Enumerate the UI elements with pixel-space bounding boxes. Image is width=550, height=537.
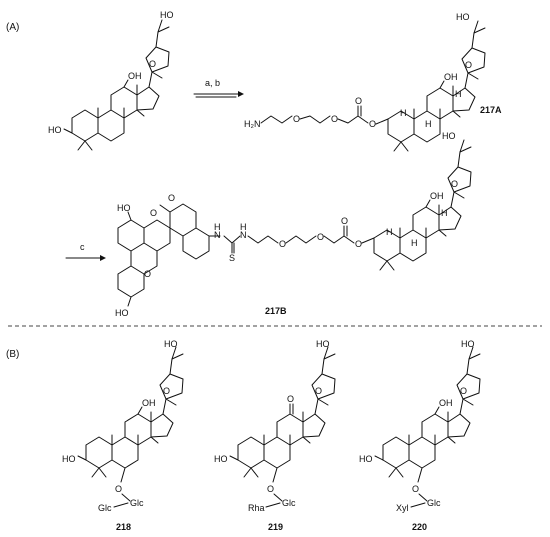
reagents-step1: a, b <box>205 78 220 88</box>
c12-hydroxyl-label: OH <box>128 71 142 81</box>
217a-h-label-2: H <box>425 119 432 129</box>
219-sugar-2: Rha <box>248 503 265 513</box>
compound-217a-label: 217A <box>480 105 502 115</box>
220-side-ho: HO <box>461 339 475 349</box>
219-thf-o: O <box>315 386 322 396</box>
217a-ester-o: O <box>369 119 376 129</box>
217a-h-label-1: H <box>455 89 462 99</box>
219-sugar-1: Glc <box>282 498 296 508</box>
218-c6-o: O <box>115 484 122 494</box>
reaction-arrow-1: a, b <box>193 78 244 98</box>
217a-ether-o-2: O <box>331 114 338 124</box>
compound-218-structure: HO OH HO O O Glc Glc 218 <box>62 339 184 532</box>
lactone-o-label: O <box>150 208 157 218</box>
217a-h-label-3: H <box>400 108 407 118</box>
218-sugar-2: Glc <box>98 503 112 513</box>
217b-ether-o-2: O <box>317 232 324 242</box>
219-c6-o: O <box>267 484 274 494</box>
thf-oxygen-label: O <box>149 59 156 69</box>
reagents-step2: c <box>80 242 85 252</box>
217b-thf-o-label: O <box>451 179 458 189</box>
217b-ether-o-1: O <box>279 239 286 249</box>
c3-hydroxyl-label: HO <box>48 125 62 135</box>
217a-carbonyl-o: O <box>355 96 362 106</box>
reaction-arrow-2: c <box>65 242 106 261</box>
217b-ho-label: HO <box>442 131 456 141</box>
218-c3-ho: HO <box>62 454 76 464</box>
thiourea-nh-1-h: H <box>214 222 221 232</box>
219-c12-ketone-o: O <box>287 394 294 404</box>
220-sugar-1: Glc <box>427 498 441 508</box>
compound-220-label: 220 <box>412 522 427 532</box>
compound-217b-structure: O HO HO O O N H S N H O O O O OH <box>115 131 472 318</box>
217a-amine-label: H₂N <box>244 119 261 129</box>
220-c12-oh: OH <box>439 398 453 408</box>
219-c3-ho: HO <box>214 454 228 464</box>
219-side-ho: HO <box>316 339 330 349</box>
starting-material-structure: HO OH HO O <box>48 10 174 151</box>
217b-h-label-3: H <box>386 227 393 237</box>
compound-217a-structure: OH HO O H H H H₂N O O O O 217A <box>244 12 502 152</box>
218-side-ho: HO <box>164 339 178 349</box>
217a-oh-label: OH <box>444 72 458 82</box>
compound-219-structure: HO O HO O O Glc Rha 219 <box>214 339 336 532</box>
217b-oh-label: OH <box>430 191 444 201</box>
220-c3-ho: HO <box>359 454 373 464</box>
217b-ester-o: O <box>355 239 362 249</box>
217b-carbonyl-o: O <box>341 216 348 226</box>
218-c12-oh: OH <box>142 398 156 408</box>
220-c6-o: O <box>412 484 419 494</box>
compound-219-label: 219 <box>268 522 283 532</box>
218-sugar-1: Glc <box>130 498 144 508</box>
220-sugar-2: Xyl <box>396 503 409 513</box>
compound-218-label: 218 <box>116 522 131 532</box>
lactone-carbonyl-o: O <box>168 193 175 203</box>
218-thf-o: O <box>163 386 170 396</box>
217a-ho-label: HO <box>456 12 470 22</box>
compound-217b-label: 217B <box>265 306 287 316</box>
217b-h-label-1: H <box>441 208 448 218</box>
217b-h-label-2: H <box>411 238 418 248</box>
217a-ether-o-1: O <box>293 114 300 124</box>
fluorescein-oh-bottom: HO <box>115 308 129 318</box>
xanthene-o-label: O <box>144 269 151 279</box>
compound-220-structure: HO OH HO O O Glc Xyl 220 <box>359 339 481 532</box>
thiourea-s-label: S <box>229 253 235 263</box>
thiourea-nh-1-n: N <box>214 230 221 240</box>
thiourea-nh-2-h: H <box>240 222 247 232</box>
side-chain-hydroxyl-label: HO <box>160 10 174 20</box>
217a-thf-o-label: O <box>465 60 472 70</box>
panel-a-label: (A) <box>6 22 19 33</box>
220-thf-o: O <box>460 386 467 396</box>
fluorescein-oh-top: HO <box>117 203 131 213</box>
panel-b-label: (B) <box>6 349 19 360</box>
thiourea-nh-2-n: N <box>240 230 247 240</box>
